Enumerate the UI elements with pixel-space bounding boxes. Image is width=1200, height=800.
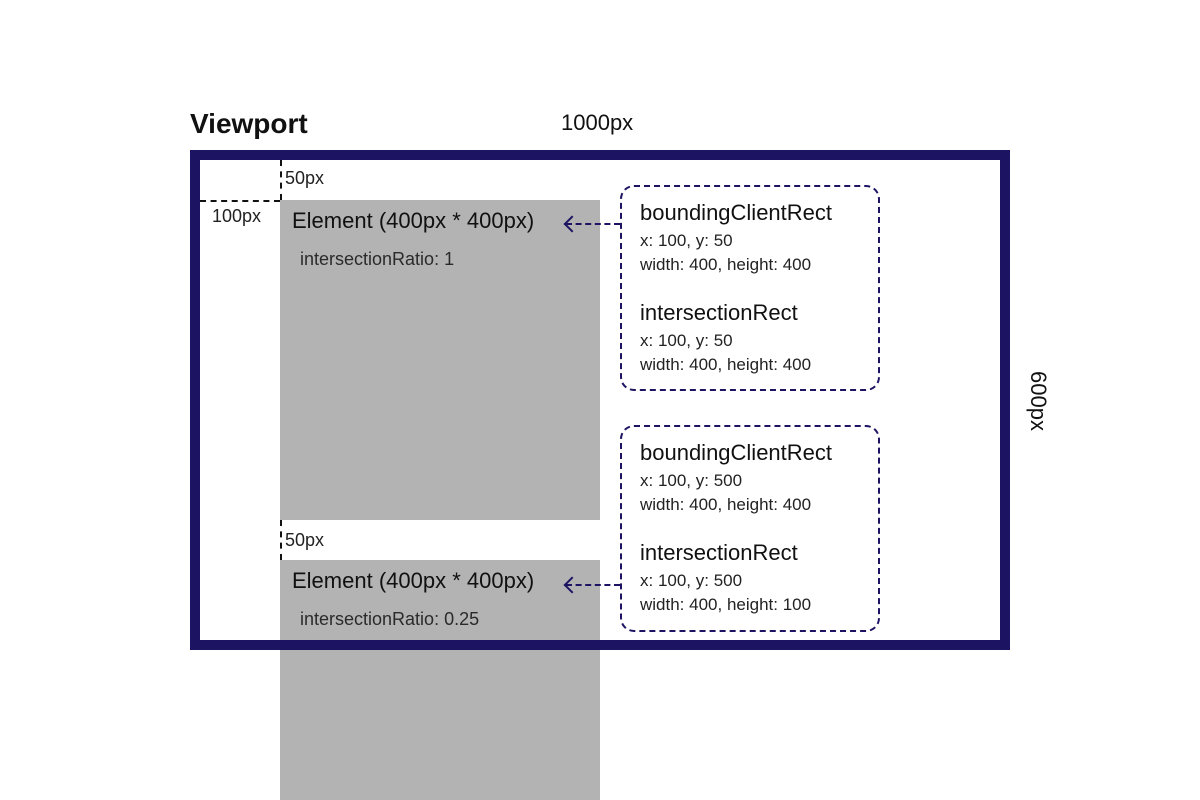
arrow-line-2 (566, 584, 620, 586)
intersection-rect-title: intersectionRect (640, 540, 798, 565)
arrow-line-1 (566, 223, 620, 225)
intersection-rect-position: x: 100, y: 500 (640, 571, 743, 590)
left-offset-label: 100px (212, 206, 262, 226)
gap-label: 50px (285, 530, 325, 550)
viewport-height-label: 600px (1026, 371, 1051, 431)
bounding-rect-title: boundingClientRect (640, 200, 833, 225)
viewport-frame (190, 150, 1010, 650)
bounding-rect-size: width: 400, height: 400 (640, 255, 812, 274)
top-offset-label: 50px (285, 168, 325, 188)
top-offset-guide (280, 160, 282, 200)
intersection-ratio: intersectionRatio: 1 (300, 249, 455, 269)
intersection-rect-size: width: 400, height: 400 (640, 355, 812, 374)
intersection-ratio: intersectionRatio: 0.25 (300, 609, 480, 629)
element-title: Element (400px * 400px) (292, 568, 535, 593)
left-offset-guide (200, 200, 280, 202)
info-card-1: boundingClientRect x: 100, y: 50 width: … (620, 185, 880, 391)
element-title: Element (400px * 400px) (292, 208, 535, 233)
bounding-rect-position: x: 100, y: 500 (640, 471, 743, 490)
element-box-1: Element (400px * 400px) intersectionRati… (280, 200, 600, 520)
info-card-2: boundingClientRect x: 100, y: 500 width:… (620, 425, 880, 632)
element-box-2: Element (400px * 400px) intersectionRati… (280, 560, 600, 800)
viewport-width-label: 1000px (561, 110, 634, 135)
intersection-rect-position: x: 100, y: 50 (640, 331, 733, 350)
intersection-rect-title: intersectionRect (640, 300, 798, 325)
bounding-rect-position: x: 100, y: 50 (640, 231, 733, 250)
viewport-heading: Viewport (190, 108, 308, 139)
bounding-rect-title: boundingClientRect (640, 440, 833, 465)
bounding-rect-size: width: 400, height: 400 (640, 495, 812, 514)
gap-guide (280, 520, 282, 560)
intersection-rect-size: width: 400, height: 100 (640, 595, 812, 614)
